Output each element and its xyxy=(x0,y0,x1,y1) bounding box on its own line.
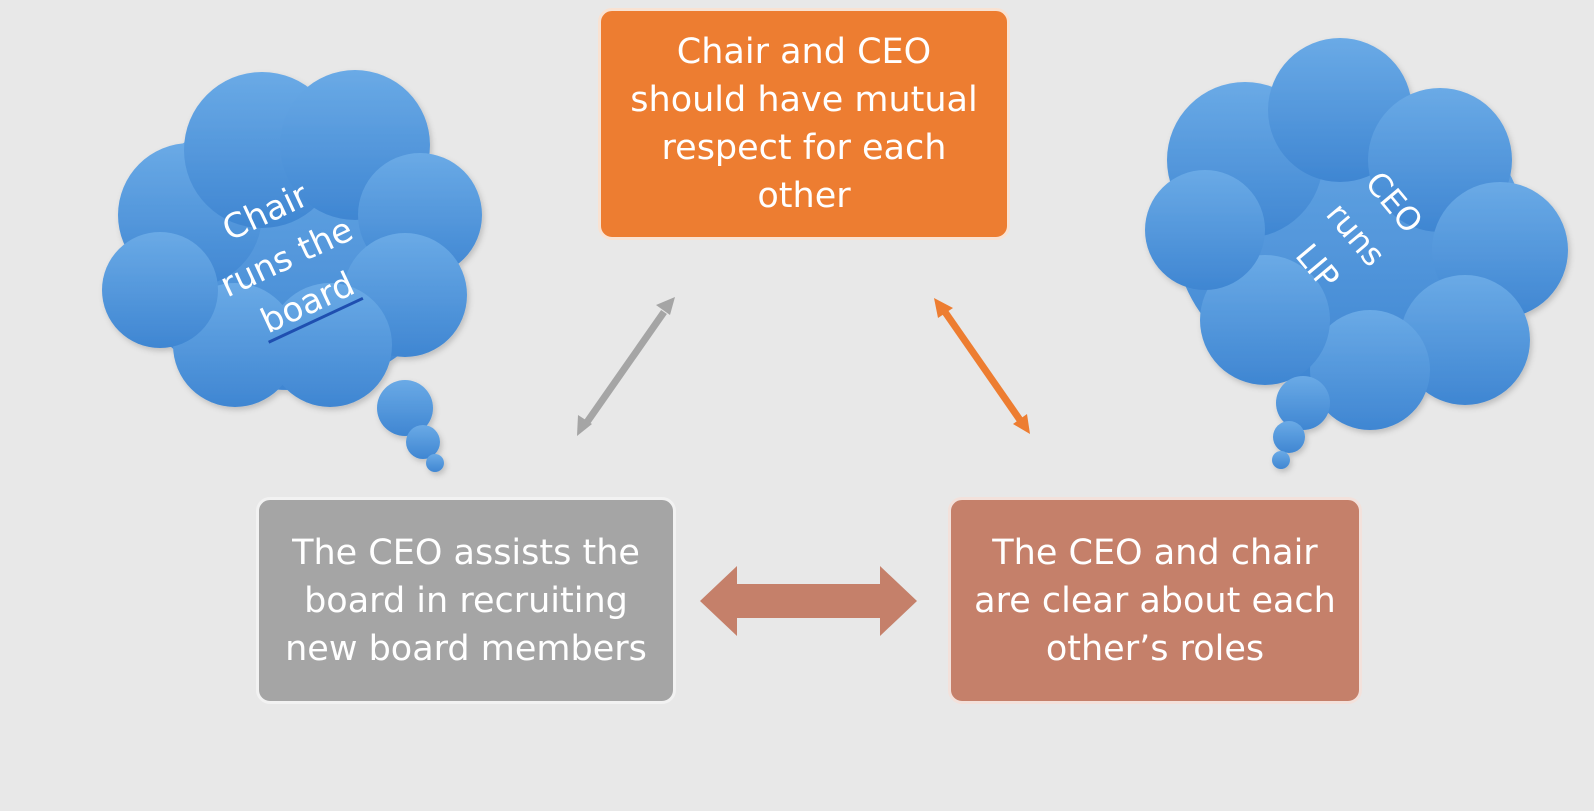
double-arrow-bottom xyxy=(700,566,917,636)
arrow-gray-left-to-top xyxy=(577,297,675,436)
arrow-orange-right-to-top xyxy=(934,298,1030,434)
clear-roles-box: The CEO and chair are clear about each o… xyxy=(948,497,1362,704)
ceo-assists-recruiting-box: The CEO assists the board in recruiting … xyxy=(256,497,676,704)
thought-cloud-right xyxy=(1145,38,1568,469)
board-underline xyxy=(268,296,364,344)
thought-cloud-left xyxy=(102,70,482,472)
mutual-respect-box: Chair and CEO should have mutual respect… xyxy=(598,8,1010,240)
